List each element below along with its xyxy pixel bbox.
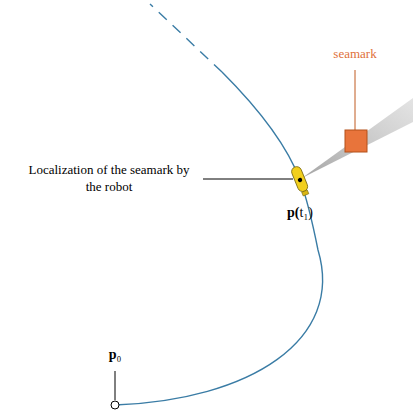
position-symbol: p₀ — [109, 346, 122, 364]
sonar-beam — [302, 98, 413, 178]
trajectory — [115, 72, 323, 405]
leader-line — [203, 179, 293, 180]
seamark-label: seamark — [333, 46, 376, 63]
robot — [290, 165, 311, 197]
trajectory-future — [150, 4, 222, 72]
start-point — [111, 401, 119, 409]
callout-text: Localization of the seamark by the robot — [20, 162, 198, 196]
leader-line — [355, 70, 356, 130]
leader-line — [115, 371, 116, 400]
position-symbol: p(t₁) — [287, 204, 313, 222]
seamark-buoy — [345, 130, 367, 152]
